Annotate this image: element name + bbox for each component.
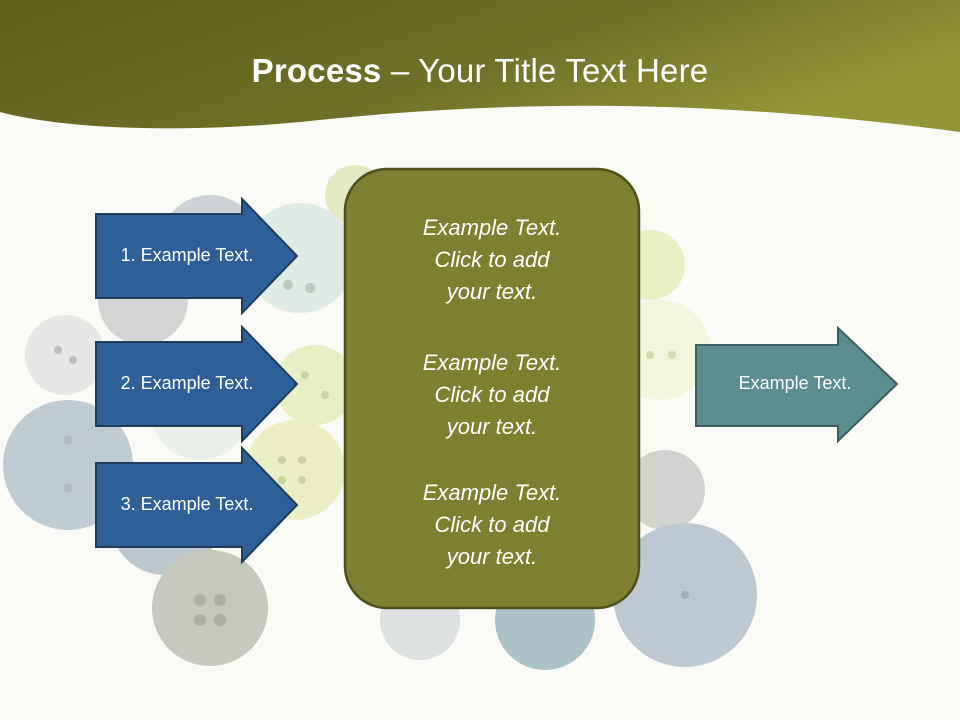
center-box-shape: [343, 167, 641, 610]
slide-title-rest: – Your Title Text Here: [381, 52, 709, 89]
center-block-3[interactable]: Example Text. Click to add your text.: [344, 477, 640, 573]
left-arrow-3-label[interactable]: 3. Example Text.: [120, 494, 254, 514]
left-arrow-2-shape: [95, 324, 299, 444]
center-block-1-line1: Example Text.: [422, 215, 562, 240]
header-band: [0, 0, 960, 132]
center-block-3-line3: your text.: [446, 544, 538, 569]
left-arrow-1-shape: [95, 196, 299, 316]
left-arrow-3-shape: [95, 445, 299, 565]
center-block-1-line3: your text.: [446, 279, 538, 304]
center-block-3-line1: Example Text.: [422, 480, 562, 505]
left-arrow-1-label[interactable]: 1. Example Text.: [120, 245, 254, 265]
center-block-2-line1: Example Text.: [422, 350, 562, 375]
slide-title-bold: Process: [251, 52, 382, 89]
center-block-2[interactable]: Example Text. Click to add your text.: [344, 347, 640, 443]
slide-title: Process – Your Title Text Here: [0, 52, 960, 90]
center-block-3-line2: Click to add: [434, 512, 550, 537]
center-block-2-line3: your text.: [446, 414, 538, 439]
right-arrow-label[interactable]: Example Text.: [738, 373, 852, 393]
center-block-2-line2: Click to add: [434, 382, 550, 407]
right-arrow-shape: [695, 325, 899, 444]
center-block-1-line2: Click to add: [434, 247, 550, 272]
left-arrow-2-label[interactable]: 2. Example Text.: [120, 373, 254, 393]
center-block-1[interactable]: Example Text. Click to add your text.: [344, 212, 640, 308]
